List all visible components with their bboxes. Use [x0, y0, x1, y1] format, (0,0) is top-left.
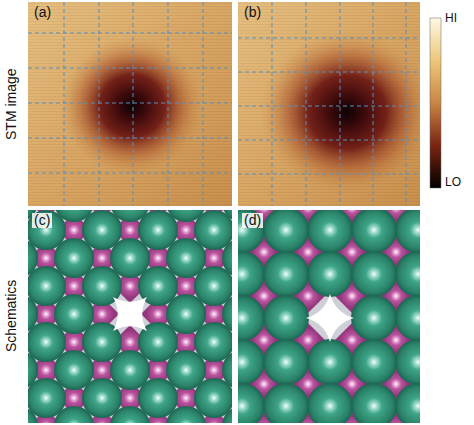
large-atom — [307, 383, 353, 423]
grid-line — [406, 2, 407, 206]
large-atom — [351, 251, 397, 297]
large-atom — [222, 406, 232, 423]
large-atom — [263, 251, 309, 297]
grid-line — [28, 33, 232, 34]
large-atom — [263, 383, 309, 423]
large-atom — [395, 251, 420, 297]
large-atom — [222, 350, 232, 390]
vacancy — [306, 294, 354, 342]
stm-image — [238, 2, 434, 206]
large-atom — [263, 210, 309, 253]
large-atom — [395, 339, 420, 385]
large-atom — [395, 295, 420, 341]
large-atom — [395, 210, 420, 253]
grid-line — [306, 2, 307, 206]
scale-label: LO — [445, 176, 461, 189]
color-bar — [430, 18, 441, 188]
grid-line — [238, 72, 420, 73]
large-atom — [222, 210, 232, 222]
large-atom — [194, 266, 232, 306]
large-atom — [263, 339, 309, 385]
row-title: Schematics — [4, 280, 19, 352]
panel-letter: (b) — [242, 5, 263, 20]
large-atom — [238, 251, 265, 297]
large-atom — [307, 251, 353, 297]
large-atom — [395, 383, 420, 423]
large-atom — [263, 295, 309, 341]
large-atom — [307, 339, 353, 385]
large-atom — [238, 383, 265, 423]
stm-image — [28, 2, 232, 206]
lattice-schematic — [175, 163, 474, 425]
large-atom — [351, 295, 397, 341]
grid-line — [28, 173, 232, 174]
grid-line — [272, 2, 273, 206]
large-atom — [351, 339, 397, 385]
large-atom — [194, 210, 232, 250]
large-atom — [307, 210, 353, 253]
large-atom — [238, 295, 265, 341]
large-atom — [222, 238, 232, 278]
row-title: STM image — [4, 68, 19, 140]
grid-line — [238, 38, 420, 39]
scale-label: HI — [445, 12, 457, 25]
large-atom — [351, 210, 397, 253]
vacancy — [96, 280, 164, 348]
panel-letter: (c) — [32, 213, 52, 228]
grid-line — [238, 106, 420, 107]
grid-line — [340, 2, 341, 206]
lattice-schematic — [0, 182, 318, 425]
panel-letter: (a) — [32, 5, 53, 20]
large-atom — [194, 378, 232, 418]
large-atom — [238, 210, 265, 253]
grid-line — [238, 140, 420, 141]
grid-line — [28, 138, 232, 139]
large-atom — [238, 339, 265, 385]
grid-line — [373, 2, 374, 206]
large-atom — [222, 294, 232, 334]
large-atom — [194, 322, 232, 362]
panel-letter: (d) — [242, 213, 263, 228]
large-atom — [351, 383, 397, 423]
grid-line — [238, 174, 420, 175]
grid-line — [28, 103, 232, 104]
grid-line — [28, 68, 232, 69]
